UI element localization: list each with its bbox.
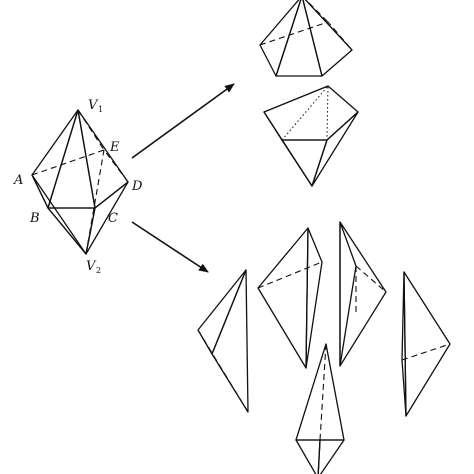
upper-hidden-base	[259, 21, 353, 51]
tetrahedron-1	[197, 269, 249, 413]
vertex-labels: V 1 E A D B C V 2	[13, 98, 143, 275]
label-v2-sub: 2	[96, 266, 101, 275]
lower-base	[263, 85, 359, 141]
label-e: E	[109, 140, 120, 155]
upper-hidden-apex	[305, 0, 329, 23]
tet2-hidden-edge	[257, 261, 323, 289]
bipyramid	[31, 109, 129, 255]
tet4-dark-face	[403, 271, 451, 417]
lower-dotted-diagonals	[281, 84, 329, 141]
lower-face-front	[281, 139, 328, 187]
upper-face-right	[302, 0, 353, 77]
label-v1-sub: 1	[98, 105, 103, 114]
tetrahedron-2	[257, 227, 323, 369]
lower-pyramid	[263, 84, 359, 187]
label-c: C	[108, 211, 118, 226]
hidden-edges	[31, 149, 129, 183]
label-b: B	[29, 211, 40, 226]
tet4-hidden-edge	[401, 343, 451, 361]
tet3-front-face	[339, 221, 387, 367]
tet5-lower-right-face	[317, 439, 345, 474]
tet3-hidden-edge-a	[355, 265, 387, 293]
face-v1-c-d	[77, 109, 129, 209]
upper-pyramid	[259, 0, 353, 77]
tetrahedron-3	[339, 221, 387, 367]
tet1-hidden-edge	[197, 329, 249, 413]
label-v2: V	[86, 259, 97, 274]
tet2-front-face	[257, 227, 309, 369]
tet1-dark-face	[211, 269, 249, 413]
tet5-hidden-edge	[319, 343, 327, 441]
arrow-icon	[131, 83, 235, 159]
face-v2-a-b	[31, 174, 87, 255]
tetrahedron-4	[401, 271, 451, 417]
face-v1-a-b	[31, 109, 79, 209]
label-v1: V	[88, 98, 99, 113]
label-d: D	[131, 179, 143, 194]
tet5-front-face	[295, 343, 345, 441]
tet5-lower-left-face	[295, 439, 321, 474]
tetrahedron-5	[295, 343, 345, 474]
hidden-edge-v1-e	[77, 109, 105, 151]
arrow-icon	[131, 221, 209, 273]
upper-face-front	[275, 0, 323, 77]
tet2-side-face	[305, 227, 323, 369]
label-a: A	[13, 173, 23, 188]
tet3-side-face	[339, 221, 357, 367]
hidden-edge-v2-e	[85, 149, 105, 255]
lower-face-right	[311, 111, 359, 187]
